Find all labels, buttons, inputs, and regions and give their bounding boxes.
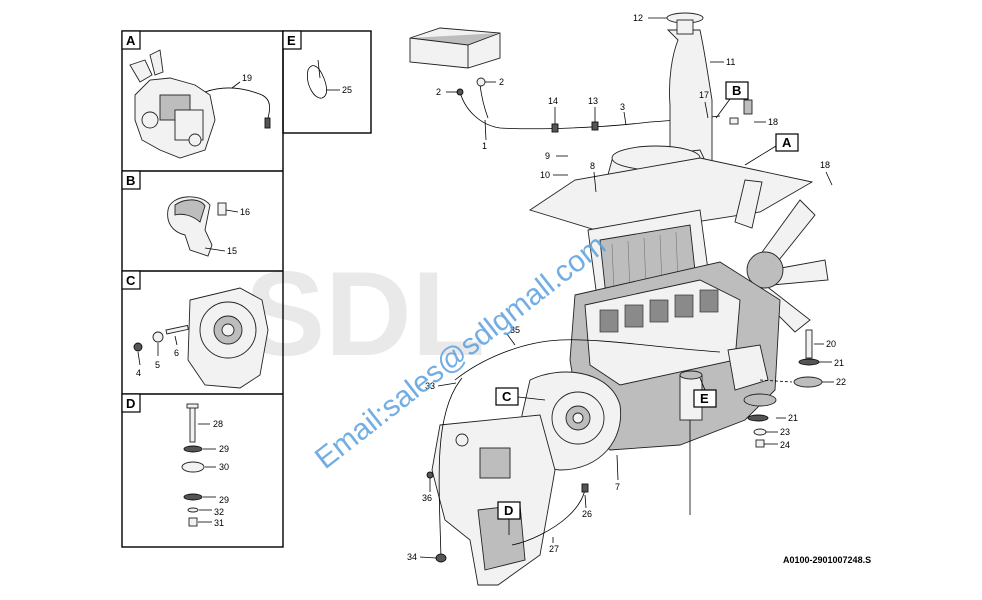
label-23: 23 — [780, 427, 790, 437]
label-11: 11 — [726, 57, 735, 67]
document-number: A0100-2901007248.S — [783, 555, 871, 565]
label-12: 12 — [633, 13, 643, 23]
label-2a: 2 — [436, 87, 441, 97]
label-20: 20 — [826, 339, 836, 349]
label-19: 19 — [242, 73, 252, 83]
detail-b-letter: B — [126, 173, 135, 188]
label-15: 15 — [227, 246, 237, 256]
svg-text:E: E — [700, 391, 709, 406]
detail-c-letter: C — [126, 273, 136, 288]
callout-b: B — [715, 81, 749, 119]
detail-box-d: D 28 29 30 29 32 31 — [121, 393, 229, 528]
label-2b: 2 — [499, 77, 504, 87]
label-21a: 21 — [834, 358, 844, 368]
label-13: 13 — [588, 96, 598, 106]
label-6: 6 — [174, 348, 179, 358]
label-28: 28 — [213, 419, 223, 429]
label-7: 7 — [615, 482, 620, 492]
svg-text:C: C — [502, 389, 512, 404]
label-30: 30 — [219, 462, 229, 472]
label-31: 31 — [214, 518, 224, 528]
detail-box-a: A 19 — [121, 30, 271, 159]
label-18b: 18 — [820, 160, 830, 170]
label-26: 26 — [582, 509, 592, 519]
label-3: 3 — [620, 102, 625, 112]
detail-box-e: E 25 — [282, 30, 352, 99]
label-29a: 29 — [219, 444, 229, 454]
part-labels: 2 2 1 14 13 3 12 11 17 18 18 9 10 8 35 3… — [407, 13, 846, 562]
label-22: 22 — [836, 377, 846, 387]
label-29b: 29 — [219, 495, 229, 505]
label-33: 33 — [425, 381, 435, 391]
label-5: 5 — [155, 360, 160, 370]
label-9: 9 — [545, 151, 550, 161]
label-18a: 18 — [768, 117, 778, 127]
label-35: 35 — [510, 325, 520, 335]
svg-text:D: D — [504, 503, 513, 518]
label-36: 36 — [422, 493, 432, 503]
label-27: 27 — [549, 544, 559, 554]
label-25: 25 — [342, 85, 352, 95]
callout-a: A — [744, 133, 799, 166]
label-32: 32 — [214, 507, 224, 517]
label-16: 16 — [240, 207, 250, 217]
detail-box-c: C 4 5 6 — [121, 270, 269, 389]
label-10: 10 — [540, 170, 550, 180]
detail-box-b: B 16 15 — [121, 170, 250, 257]
label-4: 4 — [136, 368, 141, 378]
label-24: 24 — [780, 440, 790, 450]
watermark-logo: SDL — [245, 247, 485, 381]
callout-d: D — [497, 501, 521, 535]
callout-e: E — [693, 377, 717, 408]
callout-c: C — [495, 387, 546, 406]
label-21b: 21 — [788, 413, 798, 423]
label-17: 17 — [699, 90, 709, 100]
svg-text:B: B — [732, 83, 741, 98]
detail-e-letter: E — [287, 33, 296, 48]
label-34: 34 — [407, 552, 417, 562]
detail-a-letter: A — [126, 33, 136, 48]
engine-assembly — [409, 12, 829, 586]
svg-text:A: A — [782, 135, 792, 150]
label-8: 8 — [590, 161, 595, 171]
detail-d-letter: D — [126, 396, 135, 411]
label-14: 14 — [548, 96, 558, 106]
label-1: 1 — [482, 141, 487, 151]
